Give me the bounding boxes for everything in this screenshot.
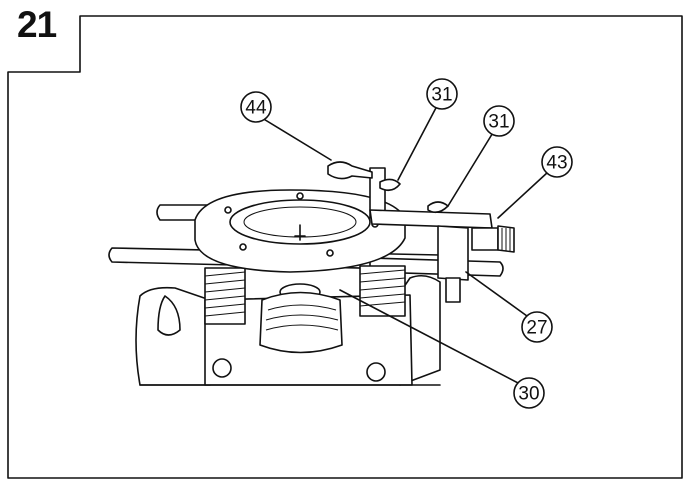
callout-circle-icon [426,78,458,110]
router-drawing [108,161,515,386]
callout-31-lower: 31 [483,105,515,137]
callout-27: 27 [521,311,553,343]
callout-label: 43 [546,153,567,174]
callout-31-upper: 31 [426,78,458,110]
callout-circle-icon [513,377,545,409]
callout-circle-icon [521,311,553,343]
callout-label: 30 [518,384,539,405]
callout-label: 31 [431,85,452,106]
fence-bracket [369,167,515,303]
callout-label: 27 [526,318,547,339]
callout-label: 44 [245,98,267,119]
leader-lines [261,103,549,385]
callout-label: 31 [488,112,509,133]
callout-44: 44 [240,91,272,123]
callout-30: 30 [513,377,545,409]
callout-circle-icon [541,146,573,178]
spring-left [204,267,246,325]
figure-frame [7,15,683,479]
figure-number: 21 [17,4,57,45]
callout-43: 43 [541,146,573,178]
callout-circle-icon [240,91,272,123]
spring-right [359,265,406,317]
collet [259,283,343,354]
callout-circle-icon [483,105,515,137]
